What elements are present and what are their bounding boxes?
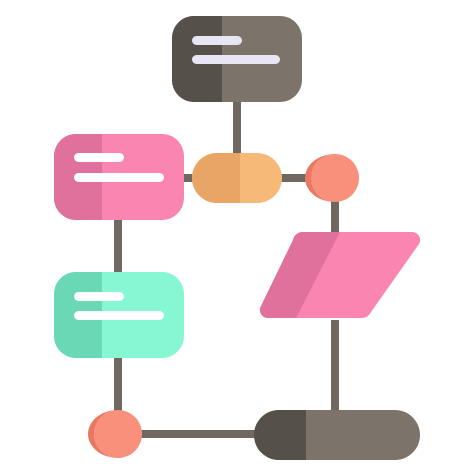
- junction-node-bottom: [88, 410, 142, 458]
- process-box-green: [54, 272, 184, 358]
- text-line: [192, 55, 280, 64]
- text-line: [74, 153, 124, 162]
- data-parallelogram: [259, 231, 421, 319]
- text-line: [192, 36, 242, 45]
- text-line: [74, 311, 164, 320]
- connector-pill-orange: [192, 153, 282, 203]
- connector-lines: [114, 100, 339, 438]
- terminator-pill-bottom: [254, 410, 420, 460]
- text-line: [74, 173, 164, 182]
- process-box-pink: [54, 134, 184, 220]
- process-box-top: [172, 16, 302, 102]
- text-line: [74, 292, 124, 301]
- junction-node-top: [305, 154, 359, 202]
